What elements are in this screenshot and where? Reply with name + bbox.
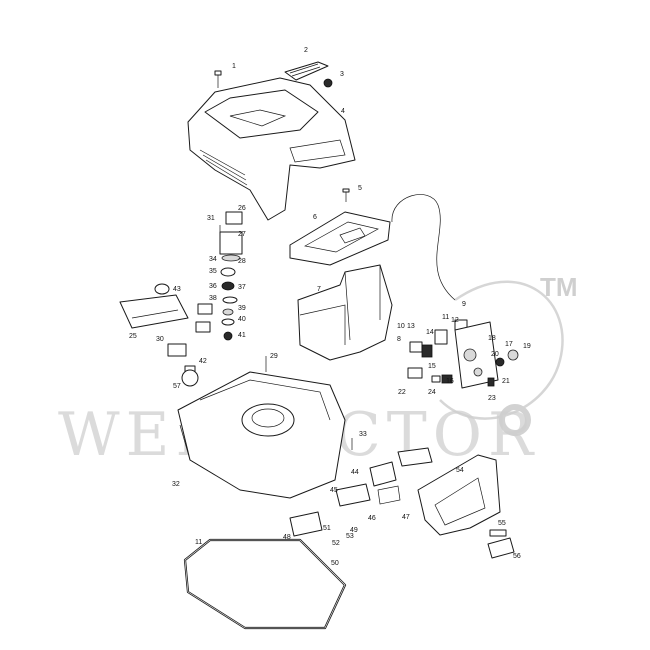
callout-34: 34 [209,256,217,263]
callout-18: 18 [488,335,496,342]
callout-8: 8 [397,336,401,343]
callout-47: 47 [402,514,410,521]
part-brackets [289,447,433,537]
callout-13: 13 [407,323,415,330]
part-plate-55-56 [487,529,515,559]
callout-39: 39 [238,305,246,312]
callout-2: 2 [304,47,308,54]
callout-42: 42 [199,358,207,365]
callout-24: 24 [428,389,436,396]
callout-20: 20 [491,351,499,358]
callout-41: 41 [238,332,246,339]
callout-17: 17 [505,341,513,348]
callout-4: 4 [341,108,345,115]
callouts: 1 2 3 4 5 6 7 8 9 10 11 12 13 14 15 16 1… [129,47,531,567]
part-knob-3 [323,78,333,88]
part-seal-11 [183,538,347,630]
callout-55: 55 [498,520,506,527]
cable [391,194,456,301]
callout-48: 48 [283,534,291,541]
callout-46: 46 [368,515,376,522]
part-switch-group [407,319,519,389]
callout-22: 22 [398,389,406,396]
callout-23: 23 [488,395,496,402]
callout-16: 16 [446,378,454,385]
part-front-bumper-54 [417,454,501,536]
callout-9: 9 [462,301,466,308]
callout-15: 15 [428,363,436,370]
callout-1: 1 [232,63,236,70]
callout-11: 11 [442,314,449,321]
callout-10: 10 [397,323,405,330]
part-battery-housing-7 [297,264,393,361]
part-wheel-57 [181,369,199,387]
callout-54: 54 [456,467,464,474]
part-top-cover-4 [187,77,356,221]
callout-28: 28 [238,258,246,265]
callout-45: 45 [330,487,338,494]
callout-11-seal: 11 [195,539,202,546]
callout-40: 40 [238,316,246,323]
callout-29: 29 [270,353,278,360]
callout-44: 44 [351,469,359,476]
part-handle-2 [284,61,329,81]
callout-14: 14 [426,329,434,336]
callout-43: 43 [173,286,181,293]
callout-7: 7 [317,286,321,293]
callout-3: 3 [340,71,344,78]
callout-36: 36 [209,283,217,290]
callout-38: 38 [209,295,217,302]
callout-25: 25 [129,333,137,340]
callout-49: 49 [350,527,358,534]
callout-12: 12 [451,317,459,324]
callout-37: 37 [238,284,246,291]
callout-5: 5 [358,185,362,192]
callout-19: 19 [523,343,531,350]
part-screw-5 [342,188,350,202]
callout-51: 51 [323,525,331,532]
part-base-chassis-32 [177,371,346,499]
callout-35: 35 [209,268,217,275]
callout-57: 57 [173,383,181,390]
part-screw-1 [214,70,222,88]
part-motor-stack [219,211,243,341]
callout-30: 30 [156,336,164,343]
callout-31: 31 [207,215,215,222]
callout-33: 33 [359,431,367,438]
part-tray-6 [289,211,391,266]
callout-53: 53 [346,533,354,540]
callout-52: 52 [332,540,340,547]
callout-6: 6 [313,214,317,221]
callout-27: 27 [238,231,246,238]
callout-50: 50 [331,560,339,567]
trademark-mark: TM [540,272,578,302]
callout-26: 26 [238,205,246,212]
callout-21: 21 [502,378,510,385]
callout-56: 56 [513,553,521,560]
callout-32: 32 [172,481,180,488]
